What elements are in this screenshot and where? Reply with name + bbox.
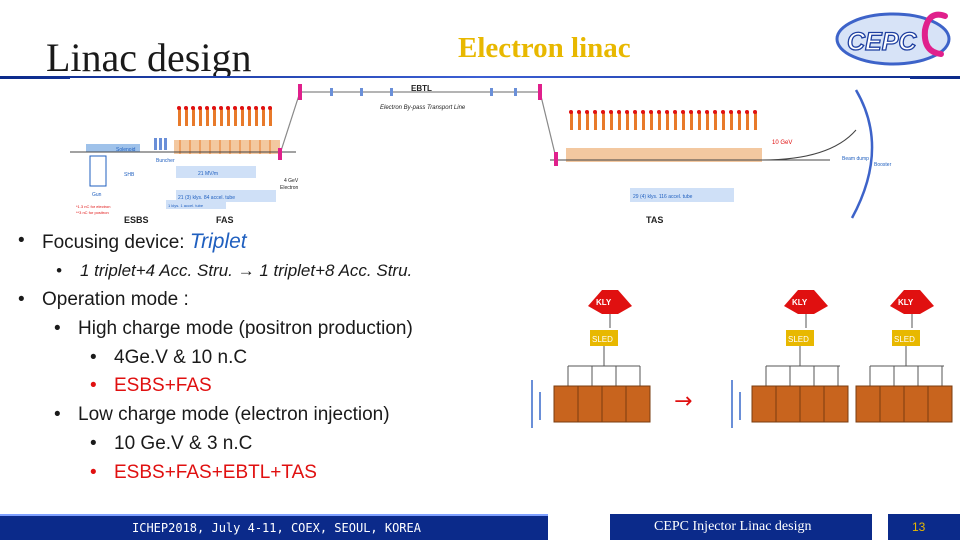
solenoid-block [86,144,140,152]
bullet-high-charge-mode: •High charge mode (positron production) [54,318,413,339]
bullet-high-charge-energy: •4Ge.V & 10 n.C [90,347,248,368]
tas-klystron-count: 29 (4) klys. 116 accel. tube [633,194,693,200]
footer-topic-bar: CEPC Injector Linac design [610,514,872,540]
kly-label: KLY [596,298,612,307]
final-energy-label: 10 GeV [772,140,792,146]
sled-label: SLED [894,335,915,344]
klystron-icon [588,290,632,314]
triplet-highlight: Triplet [189,230,247,253]
tas-label: TAS [646,215,663,225]
fas-klystron-row [177,106,272,126]
bypass-label: Electron By-pass Transport Line [380,105,466,111]
title-underline [0,76,960,79]
positron-charge-note: **3 nC for positron [76,210,109,215]
shb-label: SHB [124,172,135,178]
booster-ring-arc [850,89,874,219]
fas-gradient: 21 MV/m [198,171,218,177]
rf-unit-after: KLY SLED KLY SLED [731,290,953,428]
tas-entry-magnet [554,152,558,166]
buncher-label: Buncher [156,158,175,164]
arrow-icon: → [674,389,692,414]
footer-page-bar: 13 [888,514,960,540]
gun-label: Gun [92,192,102,198]
kly-label: KLY [792,298,808,307]
footer-conference-text: ICHEP2018, July 4-11, COEX, SEOUL, KOREA [132,521,421,535]
ebtl-bend-magnet-left [298,84,302,100]
bullet-focusing-device: •Focusing device: Triplet [18,230,247,253]
fas-end-magnet [278,148,282,160]
tas-klystron-row [569,110,757,130]
bullet-high-charge-path: •ESBS+FAS [90,375,212,396]
footer-conference-bar: ICHEP2018, July 4-11, COEX, SEOUL, KOREA [0,514,548,540]
booster-label: Booster [874,162,892,168]
fas-klystron-count: 21 (3) klys. 84 accel. tube [178,195,235,201]
sled-label: SLED [788,335,809,344]
sled-box [892,330,920,346]
bullet-operation-mode: •Operation mode : [18,289,189,310]
sled-box [786,330,814,346]
solenoid-label: Solenoid [116,147,136,153]
ebtl-label: EBTL [411,84,432,93]
linac-layout-diagram: EBTL Electron By-pass Transport Line Sol… [70,78,910,228]
slide-subtitle: Electron linac [458,32,631,64]
beam-dump-label: Beam dump [842,156,869,162]
bullet-low-charge-energy: •10 Ge.V & 3 n.C [90,433,253,454]
rf-unit-diagram: KLY SLED → KLY SLED KLY SLED [531,290,953,428]
ebtl-bend-magnet-right [538,84,542,100]
tas-accel-tubes [566,148,762,162]
kly-label: KLY [898,298,914,307]
bullet-low-charge-path: •ESBS+FAS+EBTL+TAS [90,462,317,483]
page-number: 13 [912,520,926,534]
logo-text: CEPC [847,28,917,56]
fas-unit-spec: 1 klys. 1 accel. tube [168,203,204,208]
fas-energy-label: 4 GeV [284,178,299,184]
klystron-icon [890,290,934,314]
bullet-low-charge-mode: •Low charge mode (electron injection) [54,404,390,425]
bullet-triplet-config: •1 triplet+4 Acc. Stru. → 1 triplet+8 Ac… [56,261,413,280]
slide-title: Linac design [46,35,252,80]
electron-charge-note: *1.3 nC for electron [76,204,110,209]
footer-topic-text: CEPC Injector Linac design [654,519,812,534]
fas-label: FAS [216,215,234,225]
sled-box [590,330,618,346]
cepc-logo-icon: CEPC [835,11,951,66]
klystron-icon [784,290,828,314]
esbs-label: ESBS [124,215,149,225]
fas-particle-label: Electron [280,185,299,191]
rf-unit-before: KLY SLED [531,290,651,428]
sled-label: SLED [592,335,613,344]
